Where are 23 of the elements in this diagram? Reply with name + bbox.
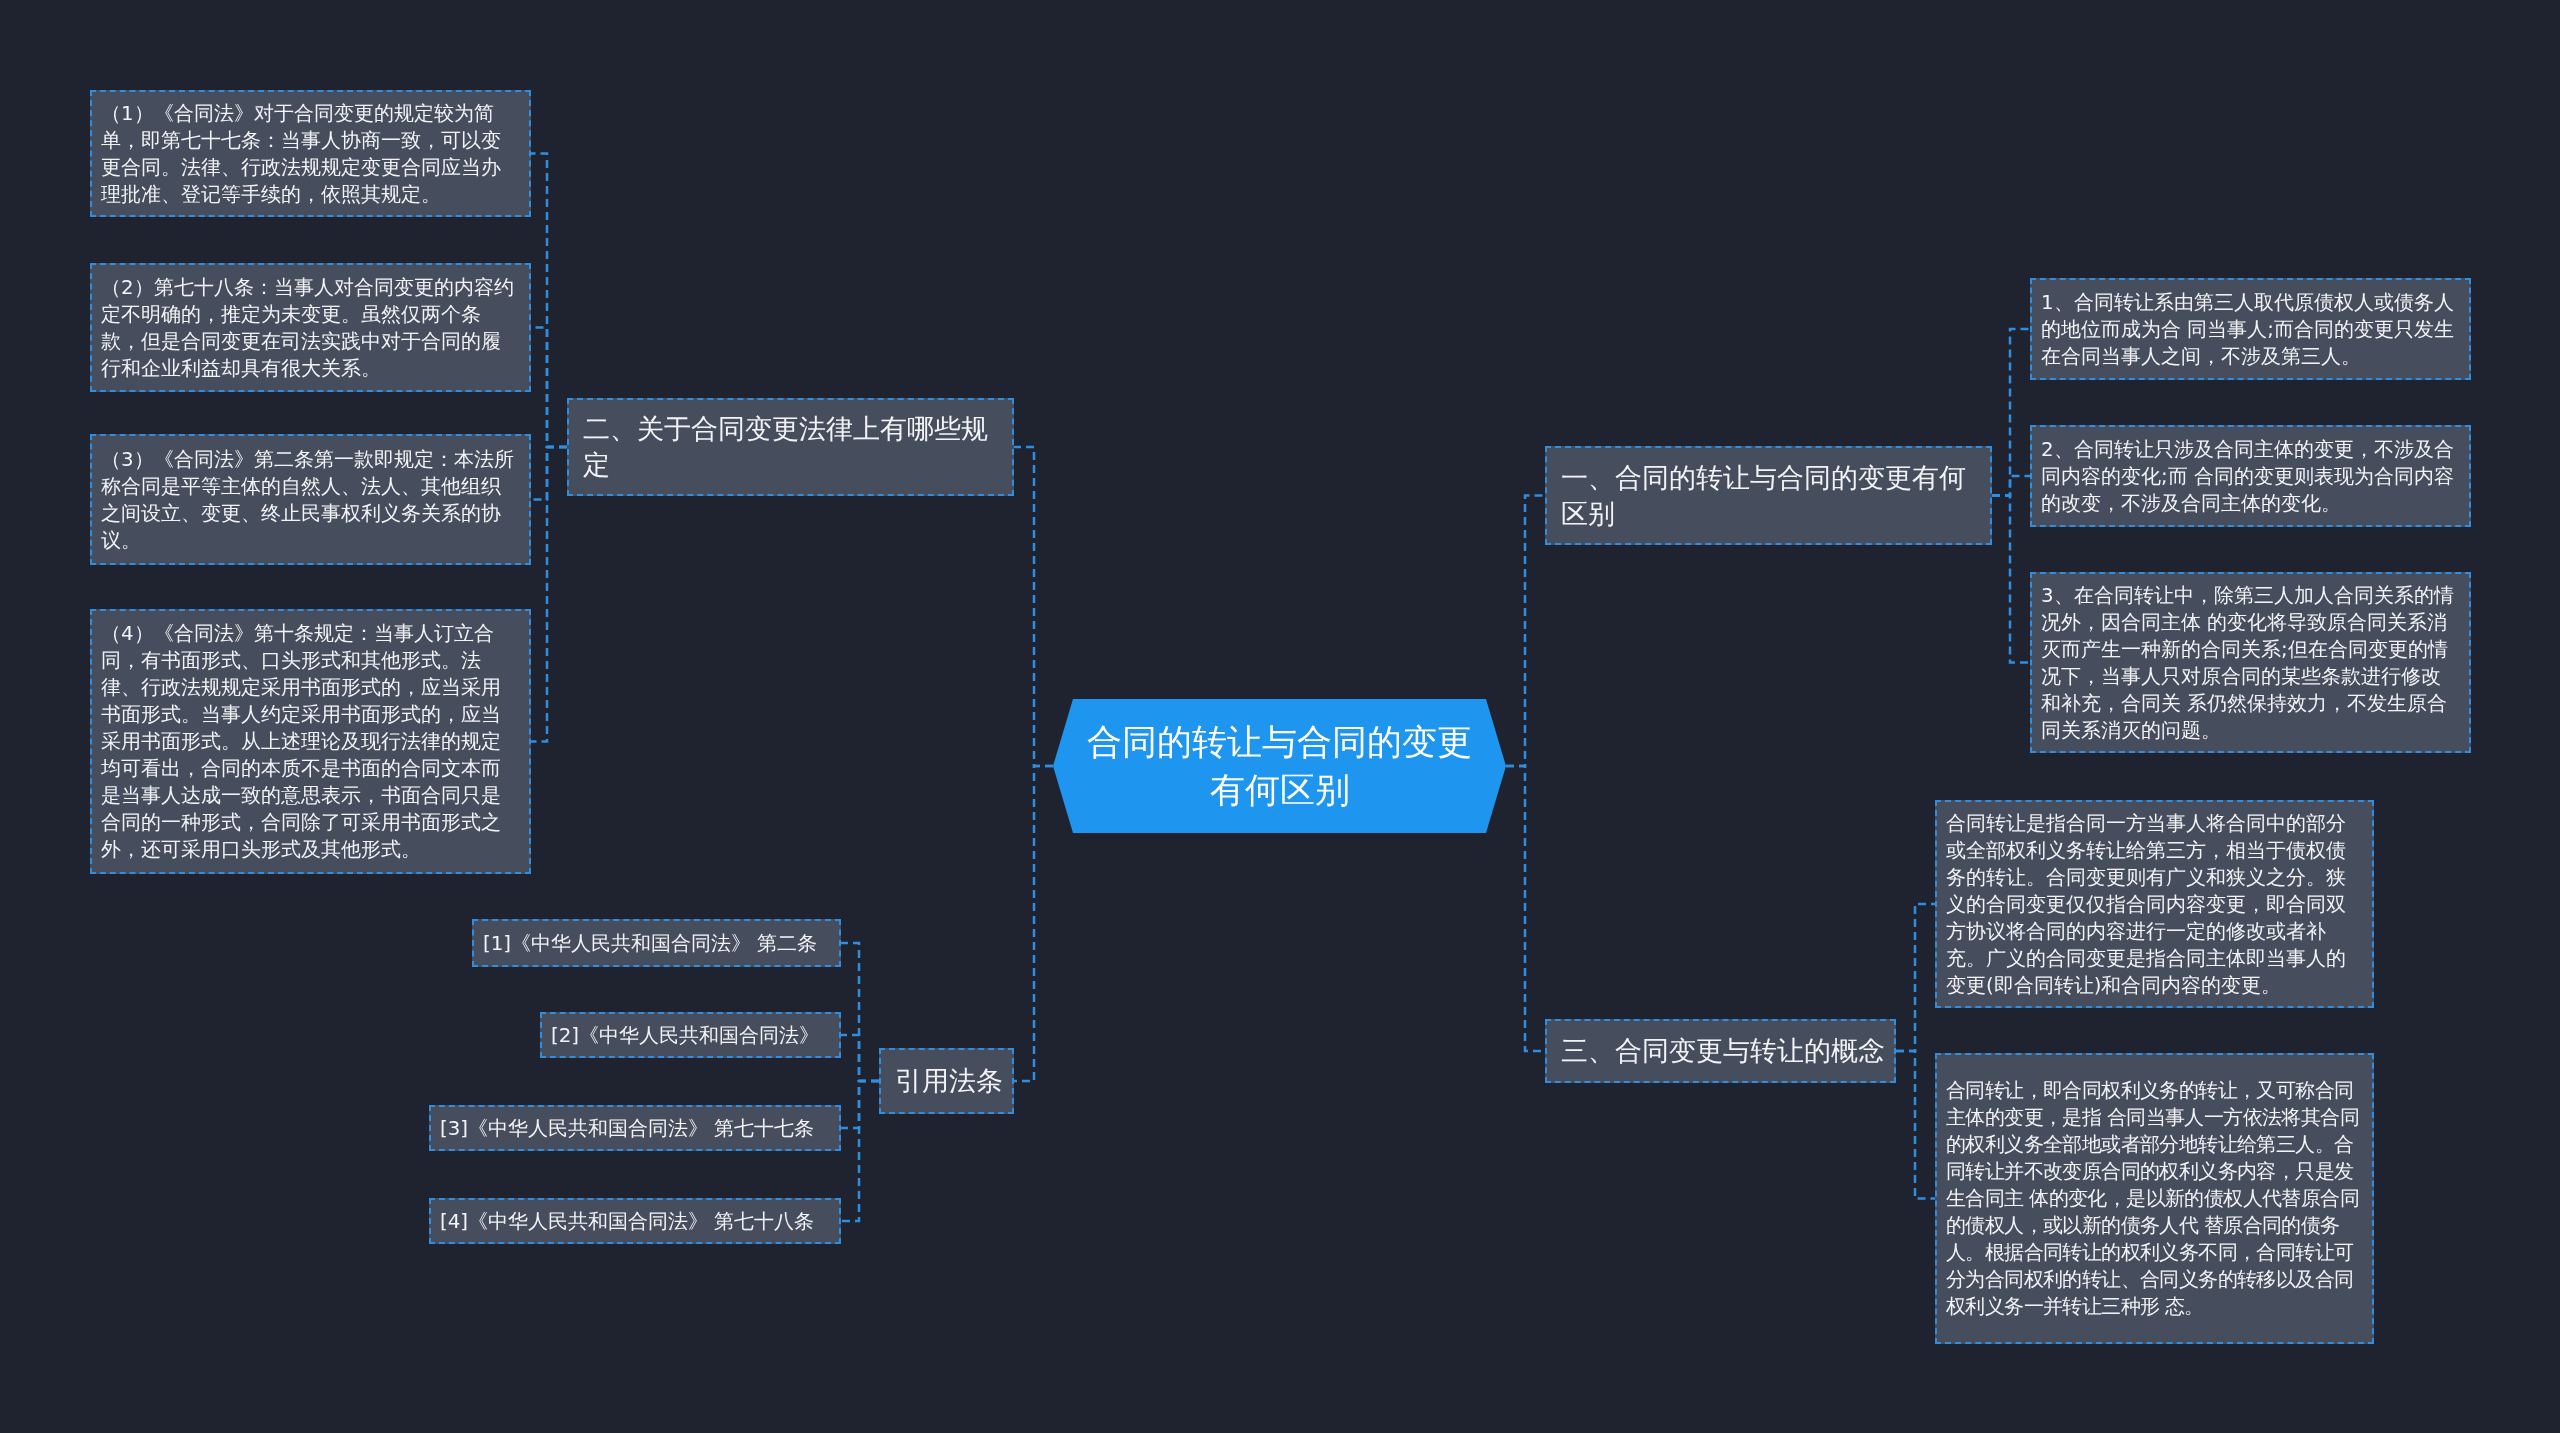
note-box: 合同转让是指合同一方当事人将合同中的部分或全部权利义务转让给第三方，相当于债权债务的转让。合同变更则有广义和狭义之分。狭义的合同变更仅仅指合同内容变更，即合同双方协议将合同的内容进行一定的修改或者补充。广义的合同变更是指合同主体即当事人的变更(即合同转让)和合同内容的变更。 [1935,800,2374,1008]
connector [1896,1049,1935,1200]
connector [1014,764,1053,1083]
note-box: 3、在合同转让中，除第三人加人合同关系的情况外，因合同主体 的变化将导致原合同关系消灭而产生一种新的合同关系;但在合同变更的情况下，当事人只对原合同的某些条款进行修改和补充，合同关 系仍然保持效力，不发生原合同关系消灭的问题。 [2030,572,2471,753]
note-box: （4）《合同法》第十条规定：当事人订立合同，有书面形式、口头形式和其他形式。法律、行政法规规定采用书面形式的，应当采用书面形式。当事人约定采用书面形式的，应当采用书面形式。从上述理论及现行法律的规定均可看出，合同的本质不是书面的合同文本而是当事人达成一致的意思表示，书面合同只是合同的一种形式，合同除了可采用书面形式之外，还可采用口头形式及其他形式。 [90,609,531,874]
note-box: （3）《合同法》第二条第一款即规定：本法所称合同是平等主体的自然人、法人、其他组织之间设立、变更、终止民事权利义务关系的协议。 [90,434,531,565]
note-box: [2]《中华人民共和国合同法》 [540,1012,841,1058]
note-box: 1、合同转让系由第三人取代原债权人或债务人的地位而成为合 同当事人;而合同的变更只发生在合同当事人之间，不涉及第三人。 [2030,278,2471,380]
note-box: [4]《中华人民共和国合同法》 第七十八条 [429,1198,841,1244]
note-box: [3]《中华人民共和国合同法》 第七十七条 [429,1105,841,1151]
connector [531,445,567,743]
topic-box: 一、合同的转让与合同的变更有何区别 [1545,446,1992,545]
topic-box: 二、关于合同变更法律上有哪些规定 [567,398,1014,496]
note-box: （1）《合同法》对于合同变更的规定较为简单，即第七十七条：当事人协商一致，可以变更合同。法律、行政法规规定变更合同应当办理批准、登记等手续的，依照其规定。 [90,90,531,217]
note-box: 合同转让，即合同权利义务的转让，又可称合同主体的变更，是指 合同当事人一方依法将其合同的权利义务全部地或者部分地转让给第三人。合同转让并不改变原合同的权利义务内容，只是发生合同主 体的变化，是以新的债权人代替原合同的债权人，或以新的债务人代 替原合同的债务人。根据合同转让的权利义务不同，合同转让可分为合同权利的转让、合同义务的转移以及合同权利义务一并转让三种形 态。 [1935,1053,2374,1344]
topic-box: 三、合同变更与转让的概念 [1545,1019,1896,1083]
central-topic: 合同的转让与合同的变更有何区别 [1053,699,1506,833]
note-box: 2、合同转让只涉及合同主体的变更，不涉及合同内容的变化;而 合同的变更则表现为合同内容的改变，不涉及合同主体的变化。 [2030,425,2471,527]
note-box: （2）第七十八条：当事人对合同变更的内容约定不明确的，推定为未变更。虽然仅两个条款，但是合同变更在司法实践中对于合同的履行和企业利益却具有很大关系。 [90,263,531,392]
note-box: [1]《中华人民共和国合同法》 第二条 [472,919,841,967]
connector [1992,494,2030,664]
topic-box: 引用法条 [879,1048,1014,1114]
connector [841,1079,879,1223]
